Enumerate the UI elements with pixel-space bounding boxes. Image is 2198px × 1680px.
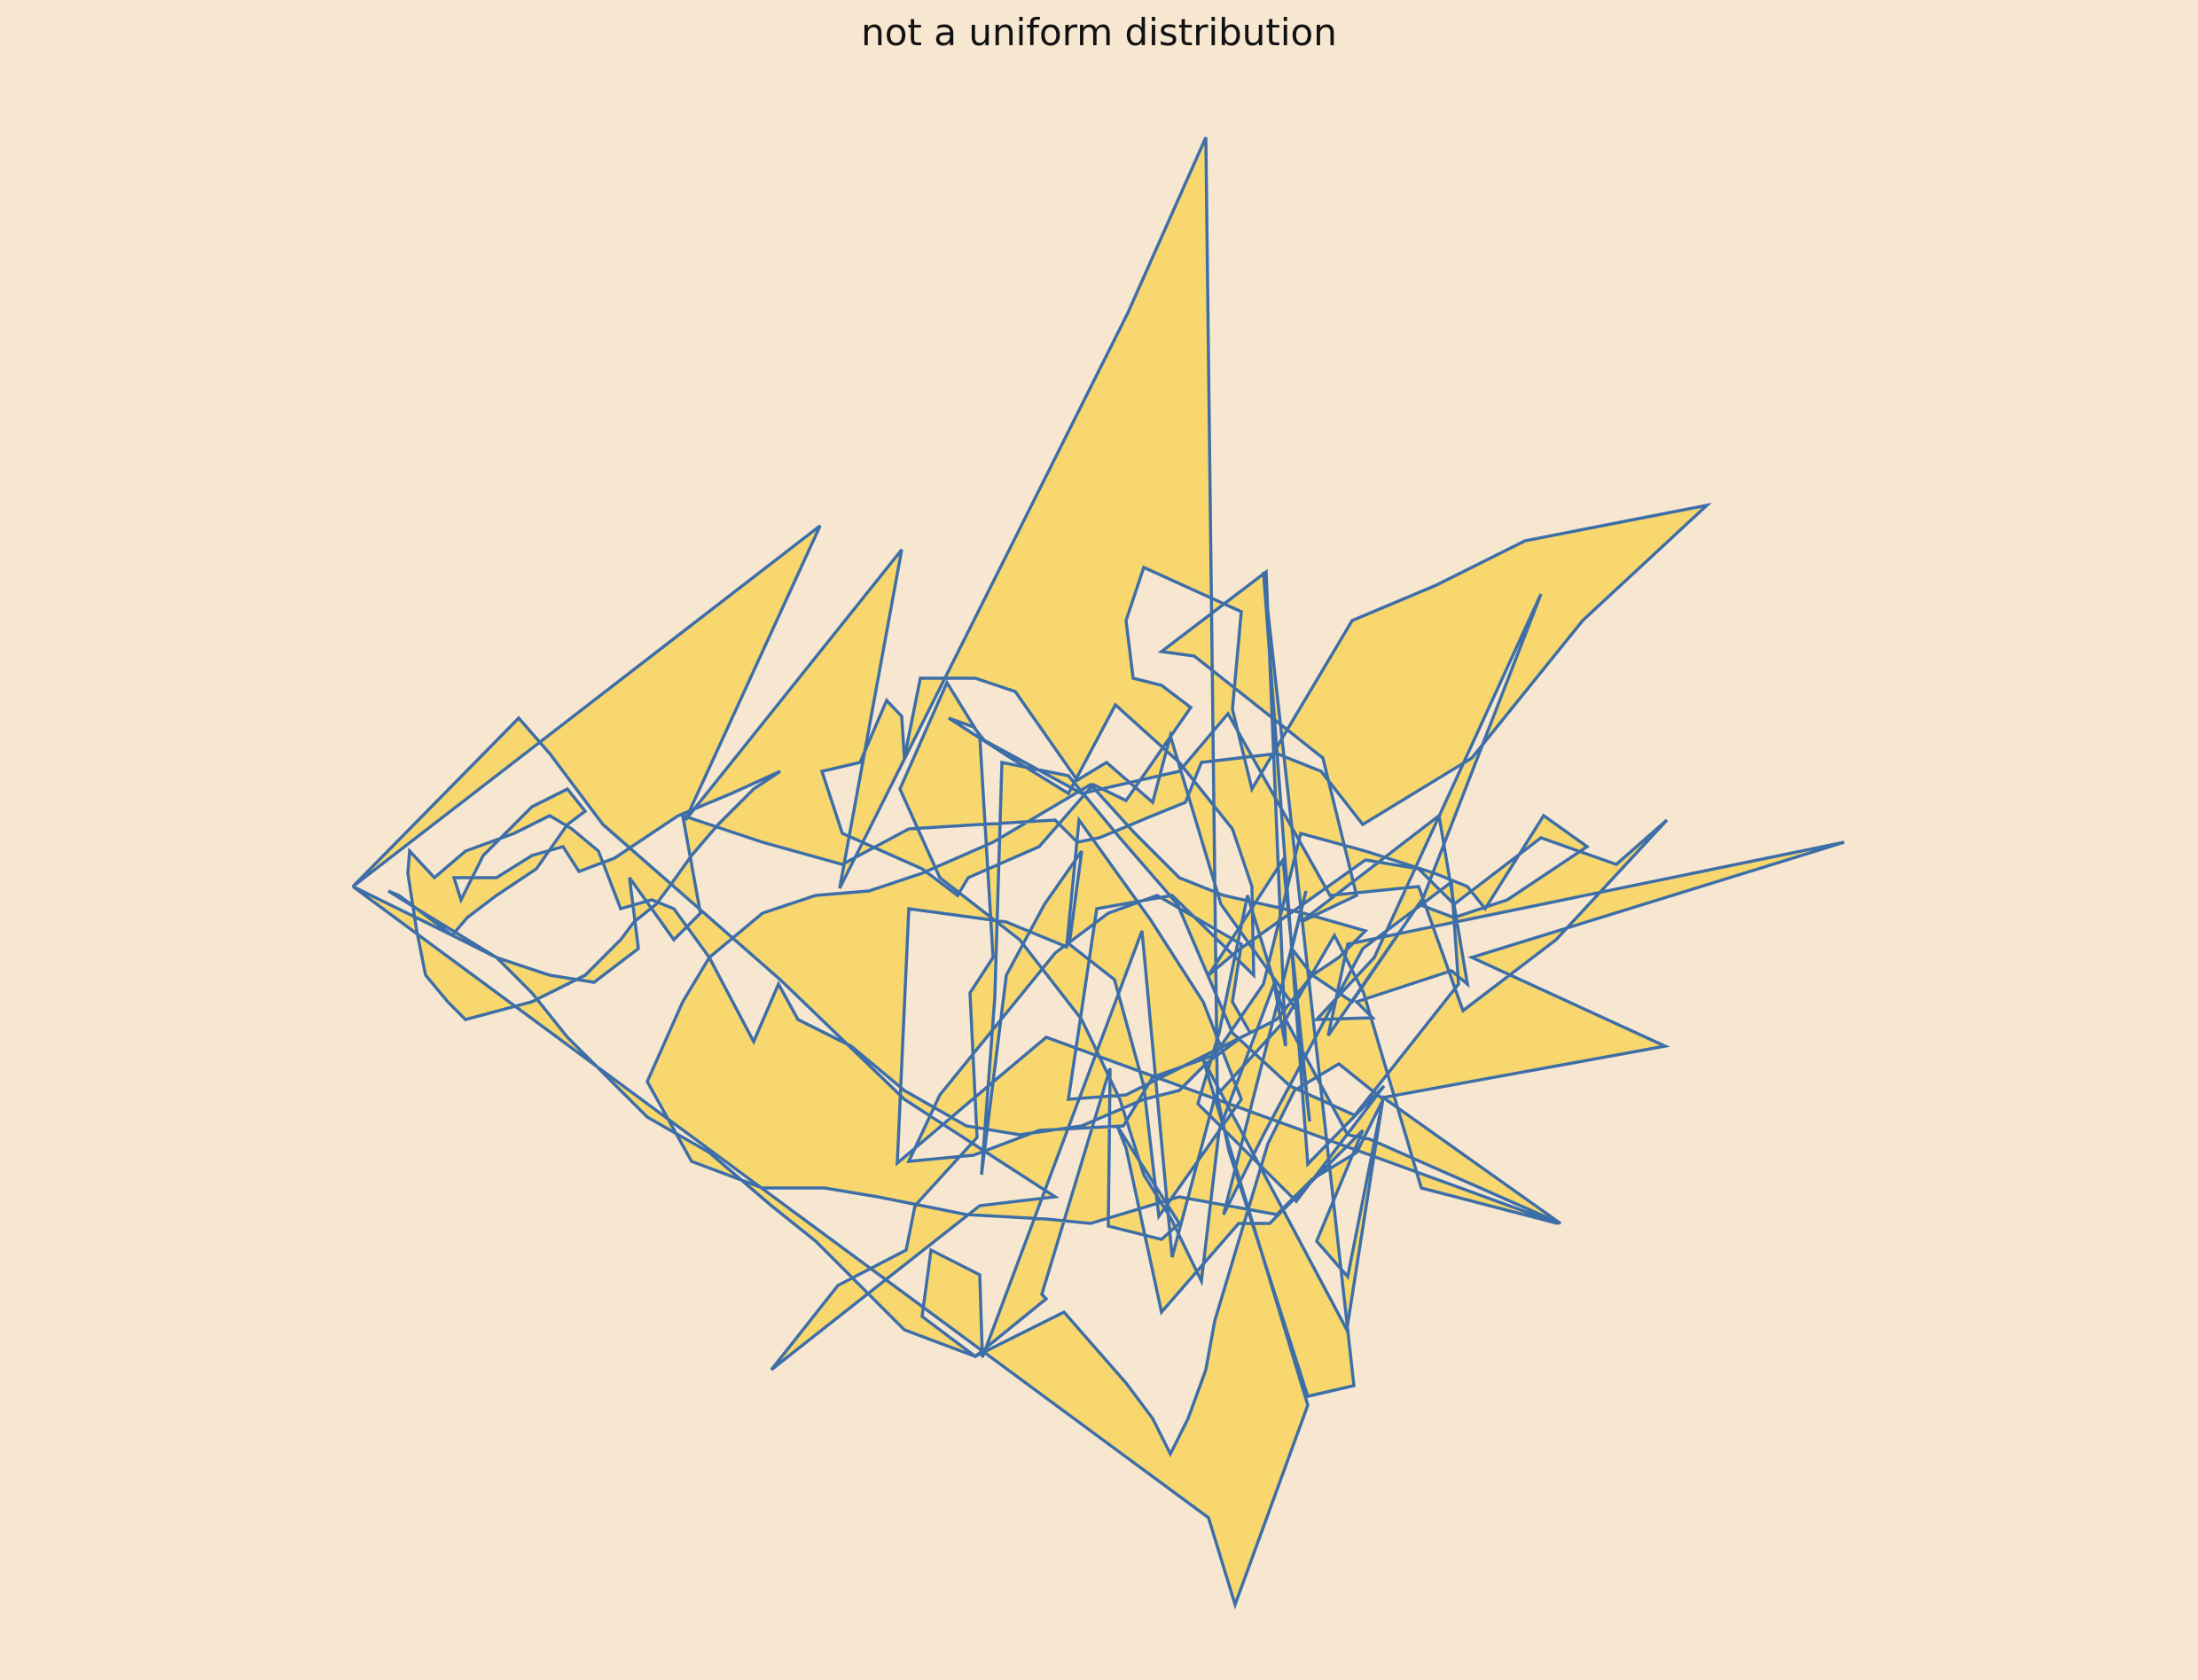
filled-random-polygon <box>351 137 1845 1610</box>
figure-title: not a uniform distribution <box>861 11 1337 54</box>
